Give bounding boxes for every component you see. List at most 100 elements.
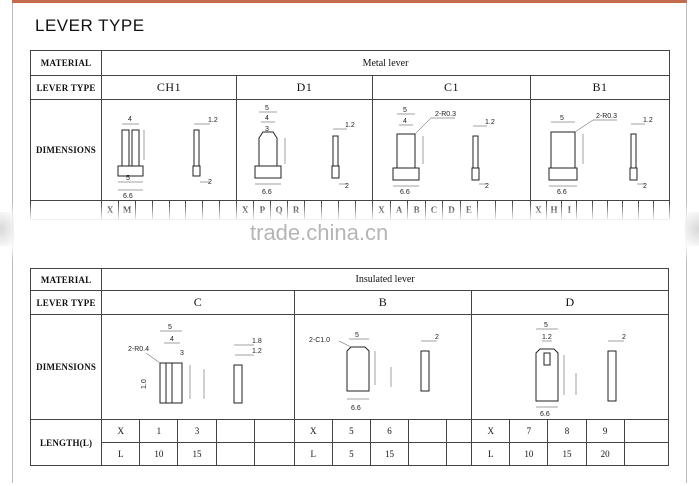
lever-type-label: LEVER TYPE [29,290,103,315]
d1-dim-c: 3 [265,126,269,133]
dimension-drawing-c1: 5 4 2-R0.3 6.6 1.2 2 [372,99,531,201]
c-x-cell: 1 [139,419,179,443]
d1-dim-b: 4 [265,115,269,122]
c-dim-f: 3 [180,350,184,357]
d-x-cell: X [471,419,511,443]
b1-dim-c: 6.6 [557,189,567,196]
c-dim-c: 1.0 [141,379,148,389]
d1-dim-d: 6.6 [262,189,272,196]
d-l-cell: 20 [585,442,625,466]
c1-dim-r: 2-R0.3 [435,111,456,118]
d-x-cell: 9 [585,419,625,443]
lever-type-label: LEVER TYPE [30,75,102,100]
dimension-drawing-ch1: 4 5 6.6 1.2 2 [101,99,237,201]
b-x-cell [446,419,473,443]
c-dim-d: 1.8 [252,338,262,345]
watermark-band [0,202,699,262]
d-l-cell [623,442,670,466]
d-dim-b: 1.2 [542,334,552,341]
c-l-cell: L [101,442,141,466]
material-value: Metal lever [101,50,670,76]
c-l-cell [215,442,255,466]
b-dim-a: 5 [355,332,359,339]
d-x-cell: 7 [509,419,549,443]
b-dim-c: 6.6 [351,405,361,412]
type-b: B [293,290,473,315]
dimension-drawing-b: 2-C1.0 5 6.6 2 [293,314,473,420]
type-d: D [471,290,669,315]
c-dim-r: 2-R0.4 [128,346,149,353]
material-label: MATERIAL [30,50,102,76]
type-ch1: CH1 [101,75,237,100]
length-label: LENGTH(L) [29,419,103,466]
b1-dim-r: 2-R0.3 [596,113,617,120]
dimension-drawing-d: 5 1.2 6.6 2 [471,314,669,420]
b-x-cell: X [293,419,333,443]
c-dim-a: 5 [168,324,172,331]
c-dim-b: 4 [170,336,174,343]
c1-dim-a: 5 [403,107,407,114]
c-lever-diagram: 5 4 2-R0.4 1.0 1.8 1.2 3 [128,324,262,404]
watermark-text: trade.china.cn [250,220,389,245]
type-b1: B1 [530,75,670,100]
dimensions-label: DIMENSIONS [30,99,102,201]
c-l-cell: 10 [139,442,179,466]
c-x-cell: X [101,419,141,443]
b-dim-r: 2-C1.0 [309,337,330,344]
type-c: C [101,290,295,315]
type-d1: D1 [236,75,373,100]
c1-dim-d: 1.2 [485,119,495,126]
b-l-cell: 15 [369,442,410,466]
ch1-dim-e: 2 [208,179,212,186]
b-x-cell: 6 [369,419,410,443]
edge-shadow-left [0,212,14,246]
b-l-cell: 5 [331,442,371,466]
dimension-drawing-c: 5 4 2-R0.4 1.0 1.8 1.2 3 [101,314,295,420]
b-l-cell [446,442,473,466]
d-x-cell [623,419,670,443]
d1-dim-e: 1.2 [345,122,355,129]
c1-dim-c: 6.6 [400,189,410,196]
ch1-dim-a: 4 [128,116,132,123]
c-x-cell [215,419,255,443]
b1-dim-d: 1.2 [643,117,653,124]
b1-dim-e: 2 [643,183,647,190]
b-lever-diagram: 2-C1.0 5 6.6 2 [309,332,439,412]
b-dim-d: 2 [435,334,439,341]
b1-dim-a: 5 [560,115,564,122]
c1-dim-e: 2 [485,183,489,190]
c-l-cell: 15 [177,442,217,466]
insulated-lever-table: MATERIAL Insulated lever LEVER TYPE C B … [29,268,670,466]
dimension-drawing-b1: 5 2-R0.3 6.6 1.2 2 [530,99,670,201]
c-x-cell [253,419,295,443]
d1-dim-f: 2 [345,183,349,190]
b-x-cell: 5 [331,419,371,443]
top-accent-bar [12,0,687,3]
type-c1: C1 [372,75,531,100]
ch1-dim-b: 5 [126,175,130,182]
d-lever-diagram: 5 1.2 6.6 2 [535,322,626,418]
page-title: LEVER TYPE [35,16,145,35]
dimensions-label: DIMENSIONS [29,314,103,420]
material-label: MATERIAL [29,268,103,291]
d-dim-c: 6.6 [540,411,550,418]
d-l-cell: 10 [509,442,549,466]
material-value: Insulated lever [101,268,669,291]
ch1-lever-diagram: 4 5 6.6 1.2 2 [117,116,218,200]
dimension-drawing-d1: 5 4 3 6.6 1.2 2 [236,99,373,201]
c-dim-e: 1.2 [252,348,262,355]
d-l-cell: 15 [547,442,587,466]
ch1-dim-d: 1.2 [208,117,218,124]
b-x-cell [408,419,448,443]
b1-lever-diagram: 5 2-R0.3 6.6 1.2 2 [548,113,653,196]
metal-lever-table: MATERIAL Metal lever LEVER TYPE CH1 D1 C… [30,50,670,220]
c-x-cell: 3 [177,419,217,443]
d1-dim-a: 5 [265,105,269,112]
d-dim-a: 5 [544,322,548,329]
b-l-cell: L [293,442,333,466]
d-dim-d: 2 [622,334,626,341]
d-l-cell: L [471,442,511,466]
d-x-cell: 8 [547,419,587,443]
c1-lever-diagram: 5 4 2-R0.3 6.6 1.2 2 [392,107,495,196]
ch1-dim-c: 6.6 [123,193,133,200]
